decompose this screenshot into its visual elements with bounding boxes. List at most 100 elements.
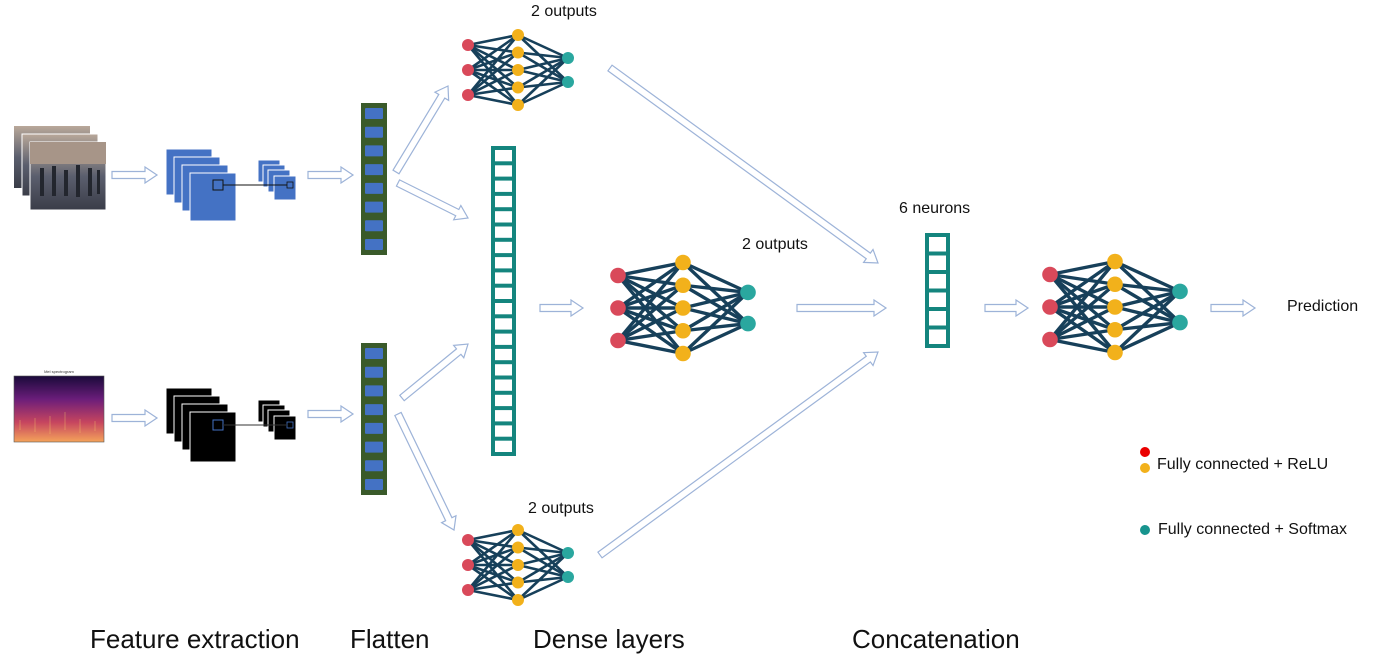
teal-bar-cell [495,195,512,208]
input-node [1042,299,1058,315]
edge [517,33,569,60]
edge [617,338,684,356]
input-node [610,332,626,349]
edge [1049,272,1116,286]
edge [467,563,519,592]
flatten-cell [365,108,383,119]
edge [467,68,519,107]
edge [517,56,569,72]
spectrogram-image: Mel spectrogram [13,369,105,443]
arrow [539,298,585,318]
edge [682,260,749,294]
arrow [597,351,879,559]
bottom-network-outputs-label: 2 outputs [528,500,594,517]
teal-bar-cell [929,311,946,326]
edge [617,283,684,310]
edge [517,51,569,60]
classifier-network [1042,253,1188,361]
output-node [562,547,574,559]
input-node [462,39,474,51]
arrow [307,404,355,424]
teal-bar-cell [495,440,512,452]
edge [1049,259,1116,277]
hidden-node [1107,344,1123,361]
legend-softmax-label: Fully connected + Softmax [1158,521,1347,538]
input-node [462,584,474,596]
legend-relu-dots [1140,447,1158,473]
edge [682,322,749,356]
edge [517,552,569,601]
hidden-node [512,64,524,76]
hidden-node [675,254,691,271]
flatten-cell [365,385,383,397]
input-node [462,89,474,101]
edge [467,528,519,542]
edge [616,261,685,342]
edge [517,529,569,578]
edge [1049,260,1116,309]
teal-bar-cell [495,257,512,269]
dense-network-middle [610,254,756,362]
edge [517,575,569,584]
hidden-node [512,99,524,111]
edge [517,68,569,84]
edge [616,283,685,342]
edge [467,528,519,567]
edge [467,563,519,584]
edge [681,291,750,355]
arrow [1210,298,1257,318]
edge [467,34,519,96]
teal-bar-cell [495,303,512,315]
hidden-node [512,524,524,536]
hidden-node [675,277,691,294]
flatten-bar-frame [361,103,387,255]
edge [1049,305,1116,332]
edge [467,68,519,97]
input-node [610,300,626,316]
edge [1049,337,1116,355]
edge [617,306,684,355]
teal-bar-cell [495,180,512,192]
edge [682,306,749,326]
edge [1114,305,1181,325]
teal-bar-frame [491,146,516,456]
prediction-label: Prediction [1287,298,1359,315]
edge [617,273,684,287]
hidden-node [512,29,524,41]
edge [617,261,684,310]
edge [517,546,569,579]
edge [617,329,684,343]
teal-bar-cell [495,394,512,407]
arrow [394,411,457,531]
edge [617,306,684,343]
edge [1114,289,1181,332]
middle-network-outputs-label: 2 outputs [742,236,808,253]
teal-bar-cell [495,410,512,422]
teal-bar-cell [495,333,512,345]
flatten-cell [365,404,383,416]
edge [1049,305,1116,354]
hidden-node [512,46,524,59]
flatten-cell [365,126,383,138]
output-node [1172,314,1188,331]
stage-dense-layers: Dense layers [533,624,685,654]
edge [682,290,749,333]
hidden-node [1107,321,1123,338]
dense-vector [491,146,516,456]
teal-bar-cell [495,364,512,376]
legend-softmax: Fully connected + Softmax [1140,521,1347,539]
teal-bar-cell [495,348,512,361]
output-node [562,571,574,583]
hidden-node [512,576,524,589]
edge [1114,320,1181,332]
teal-bar-cell [495,425,512,437]
hidden-node [512,541,524,554]
edge [517,575,569,602]
edge [681,261,750,325]
hidden-node [512,594,524,606]
teal-bar-cell [495,226,512,238]
teal-bar-cell [495,272,512,284]
teal-bar-cell [495,150,512,162]
edge [1048,282,1117,341]
